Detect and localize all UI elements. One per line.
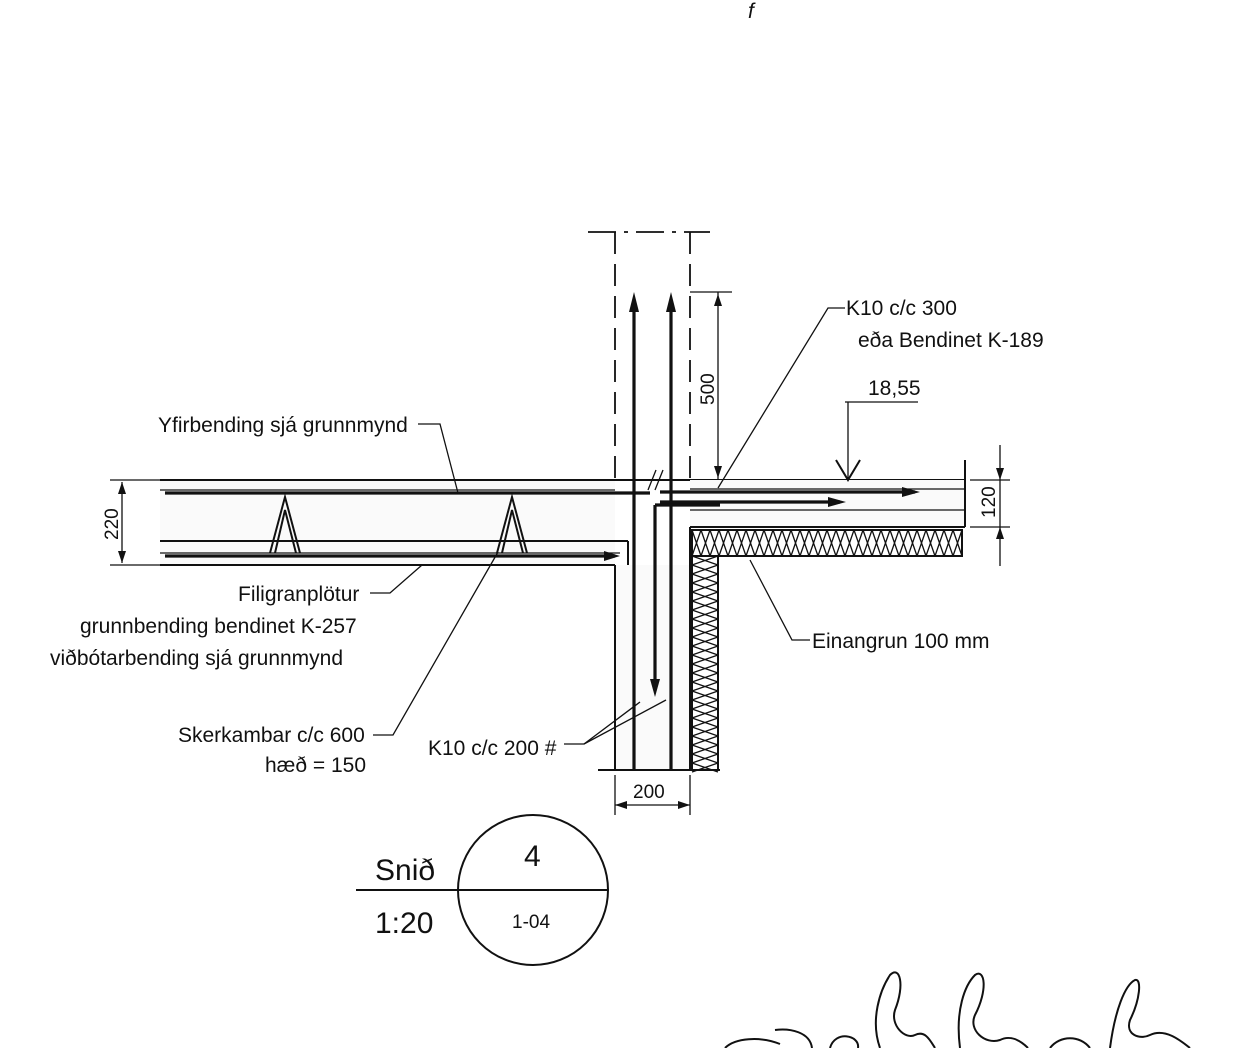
label-extra-reinforcement: viðbótarbending sjá grunnmynd [50, 647, 343, 670]
label-shear-height: hæð = 150 [265, 754, 366, 777]
label-k10-300: K10 c/c 300 [846, 297, 957, 320]
dim-120-text: 120 [979, 486, 1000, 518]
section-title-block: Snið 1:20 4 1-04 [356, 814, 609, 966]
slab-right [660, 460, 966, 528]
leader-lines [370, 307, 845, 745]
section-label: Snið [375, 854, 435, 887]
dim-200-text: 200 [633, 782, 665, 803]
label-bendinet-k189: eða Bendinet K-189 [858, 329, 1044, 352]
level-marker: 18,55 [835, 377, 921, 482]
dimension-200: 200 [614, 775, 691, 815]
dim-220-text: 220 [102, 508, 123, 540]
dim-500-text: 500 [698, 373, 719, 405]
label-shear-combs: Skerkambar c/c 600 [178, 724, 365, 747]
wall-below [598, 292, 720, 771]
label-insulation: Einangrun 100 mm [812, 630, 989, 653]
section-number: 4 [524, 840, 541, 873]
slab-left [160, 479, 965, 566]
label-wall-reinforcement: K10 c/c 200 # [428, 737, 557, 760]
scale-label: 1:20 [375, 907, 433, 940]
stray-mark: f [748, 0, 756, 23]
dimension-220: 220 [102, 479, 160, 566]
label-top-reinforcement: Yfirbending sjá grunnmynd [158, 414, 408, 437]
insulation [691, 529, 963, 773]
dimension-120: 120 [970, 445, 1010, 566]
dimension-500: 500 [690, 291, 732, 480]
level-text: 18,55 [868, 377, 921, 400]
wall-above-dashed [588, 231, 710, 480]
label-base-reinforcement: grunnbending bendinet K-257 [80, 615, 357, 638]
label-filigran: Filigranplötur [238, 583, 359, 606]
signature [724, 971, 1191, 1048]
sheet-number: 1-04 [512, 912, 550, 933]
